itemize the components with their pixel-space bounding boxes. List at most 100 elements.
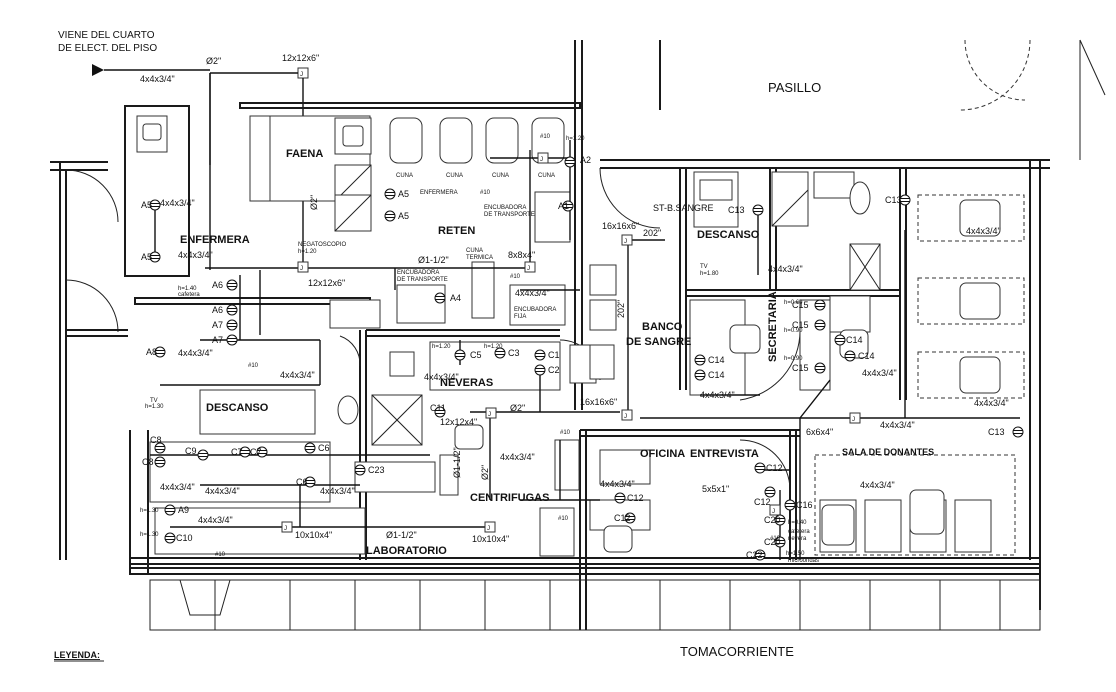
circuit-label: C13	[885, 195, 902, 205]
outlet-icon: C12	[614, 512, 636, 524]
room-label-sala-donantes: SALA DE DONANTES	[842, 447, 934, 457]
svg-text:J: J	[284, 526, 287, 532]
legend-item-tomacorriente: TOMACORRIENTE	[680, 644, 794, 659]
circuit-label: C15	[792, 363, 809, 373]
outlet-icon: C5	[454, 349, 482, 361]
circuit-label: C8	[142, 457, 154, 467]
room-label-descanso-left: DESCANSO	[206, 402, 269, 414]
cuna-label-4: CUNA	[538, 173, 555, 179]
outlet-icon: C13	[885, 194, 911, 206]
box-4x4-label: 4x4x3/4"	[862, 368, 897, 378]
pasillo-label: PASILLO	[768, 80, 821, 95]
outlet-icon: A5	[141, 251, 161, 263]
top-box-label: 12x12x6"	[282, 53, 319, 63]
box-4x4-label: 4x4x3/4"	[600, 479, 635, 489]
box-4x4-label: 4x4x3/4"	[178, 348, 213, 358]
circuit-label: C12	[754, 497, 771, 507]
outlet-icon: A7	[212, 319, 238, 331]
room-label-laboratorio: LABORATORIO	[366, 545, 447, 557]
box-4x4-label: 4x4x3/4"	[160, 198, 195, 208]
source-label-line2: DE ELECT. DEL PISO	[58, 43, 157, 54]
circuit-label: C20	[764, 515, 781, 525]
note-label: h=0.60	[784, 300, 803, 306]
outlet-icon: A5	[141, 199, 161, 211]
box-label-12x12x4: 12x12x4"	[440, 417, 477, 427]
circuit-label: C2	[548, 365, 560, 375]
circuit-label: A2	[580, 155, 591, 165]
circuit-label: C9	[185, 446, 197, 456]
box-4x4-label: 4x4x3/4"	[160, 482, 195, 492]
note-label: TV	[700, 264, 708, 270]
svg-text:J: J	[527, 266, 530, 272]
circuit-label: A5	[141, 252, 152, 262]
circuit-label: C15	[792, 300, 809, 310]
svg-text:J: J	[772, 509, 775, 515]
circuit-label: C11	[430, 403, 446, 413]
box-4x4-label: 4x4x3/4"	[515, 288, 550, 298]
outlet-icon: A2	[564, 155, 591, 168]
outlet-icon: C20	[764, 536, 786, 548]
outlet-icon: C3	[494, 347, 520, 359]
pipe-label-c: Ø2"	[510, 403, 525, 413]
outlet-icon: C14	[834, 334, 863, 346]
note-label: #10	[248, 363, 259, 369]
outlet-icon: A7	[212, 334, 238, 346]
outlet-icon: A9	[164, 504, 189, 516]
room-label-descanso-right: DESCANSO	[697, 229, 760, 241]
legend-title: LEYENDA:	[54, 650, 100, 660]
circuit-label: C1	[548, 350, 560, 360]
outlet-icon: A5	[384, 210, 409, 222]
circuit-label: A6	[212, 280, 223, 290]
room-label-banco-sangre-2: DE SANGRE	[626, 336, 691, 348]
box-label-6x6x4: 6x6x4"	[806, 427, 833, 437]
box-4x4-label: 4x4x3/4"	[880, 420, 915, 430]
note-label: #10	[560, 430, 571, 436]
outlet-icon: C11	[430, 403, 446, 418]
circuit-label: A9	[178, 505, 189, 515]
circuit-label: C10	[176, 533, 193, 543]
box-4x4-label: 4x4x3/4"	[198, 515, 233, 525]
outlet-icon: C12	[614, 492, 644, 504]
circuit-label: C14	[846, 335, 863, 345]
circuit-label: C23	[368, 465, 385, 475]
box-4x4-label: 4x4x3/4"	[768, 264, 803, 274]
outlet-icon: C13	[988, 426, 1024, 438]
room-label-enfermera-tag: ENFERMERA	[420, 190, 458, 196]
circuit-label: C6	[318, 443, 330, 453]
outlet-icon: C6	[304, 442, 330, 454]
box-label-8x8x4: 8x8x4"	[508, 250, 535, 260]
room-label-oficina: OFICINA	[640, 448, 685, 460]
circuit-label: C12	[614, 513, 631, 523]
note-label: #10	[540, 134, 551, 140]
svg-text:J: J	[488, 412, 491, 418]
outlet-icon: C8	[142, 456, 166, 468]
note-label: #10	[510, 274, 521, 280]
cuna-label-1: CUNA	[396, 173, 413, 179]
circuit-label: C5	[470, 350, 482, 360]
box-4x4-label: 4x4x3/4"	[320, 486, 355, 496]
pipe-label-02-left: Ø2"	[309, 195, 319, 210]
box-label-10x10x4-a: 10x10x4"	[295, 530, 332, 540]
room-label-enfermeria: ENFERMERA	[180, 234, 250, 246]
note-label: cafetera	[788, 529, 810, 535]
box-label-16x16x6-b: 16x16x6"	[580, 397, 617, 407]
svg-text:J: J	[300, 72, 303, 78]
outlet-icon: C15	[792, 319, 826, 331]
circuit-label: C13	[728, 205, 745, 215]
room-label-neveras: NEVERAS	[440, 377, 493, 389]
note-label: h=1.80	[700, 271, 719, 277]
outlet-icon: C14	[694, 369, 725, 381]
pipe-label-vertical: 202"	[616, 300, 626, 318]
pipe-label-a: Ø1-1/2"	[418, 255, 449, 265]
outlet-icon: C8	[150, 435, 166, 454]
box-label-5x5x1: 5x5x1"	[702, 484, 729, 494]
circuit-label: A7	[212, 335, 223, 345]
box-4x4-label: 4x4x3/4"	[178, 250, 213, 260]
circuit-label: C20	[764, 537, 781, 547]
room-label-entrevista: ENTREVISTA	[690, 448, 759, 460]
circuit-label: C12	[627, 493, 644, 503]
circuit-label: C14	[708, 355, 725, 365]
